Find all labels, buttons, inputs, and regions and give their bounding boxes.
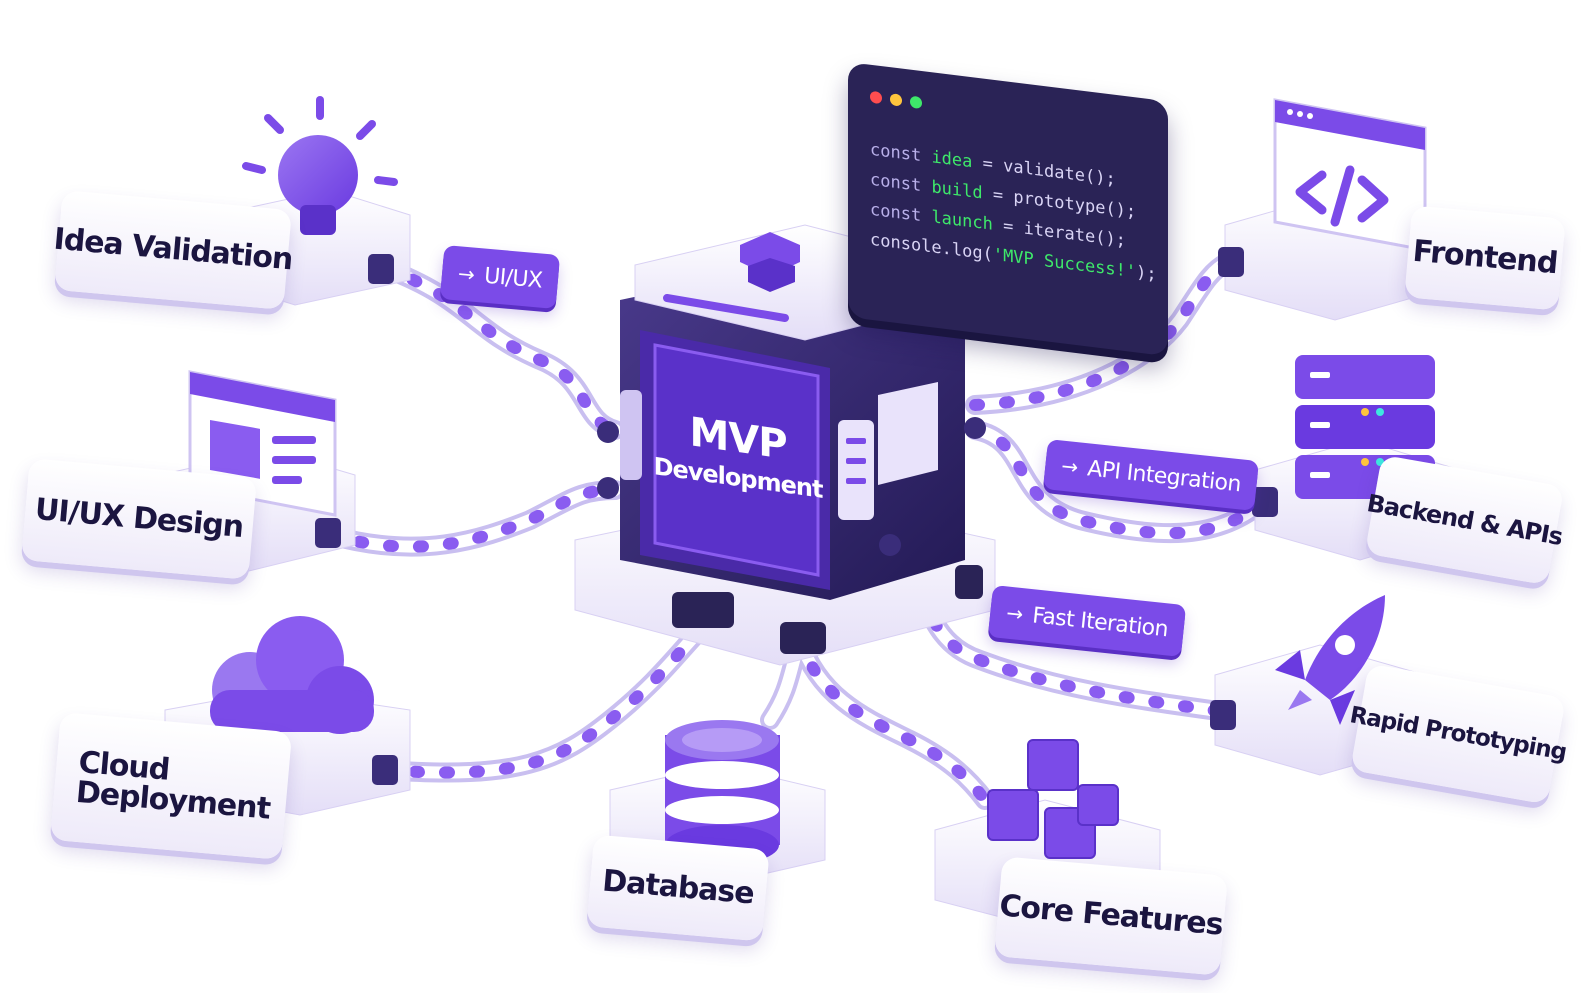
connector-label: Fast Iteration <box>1031 602 1170 642</box>
code-window-icon <box>1273 98 1427 252</box>
lightbulb-icon <box>242 96 398 235</box>
code-variable: launch <box>931 207 993 235</box>
node-label: Database <box>600 863 756 912</box>
code-variable: idea <box>931 147 973 173</box>
cloud-icon <box>210 616 374 734</box>
node-frontend: Frontend <box>1404 205 1566 311</box>
node-label-line2: Deployment <box>74 774 272 827</box>
code-keyword: const <box>870 139 922 166</box>
code-variable: build <box>931 177 983 204</box>
arrow-right-icon: → <box>1060 453 1079 480</box>
arrow-right-icon: → <box>1005 600 1024 627</box>
rocket-icon <box>1275 595 1385 725</box>
connector-label: API Integration <box>1086 455 1243 497</box>
node-label: UI/UX Design <box>33 491 245 546</box>
node-ui-ux-design: UI/UX Design <box>20 458 258 580</box>
maximize-dot-icon <box>910 95 922 110</box>
node-core-features: Core Features <box>994 856 1228 976</box>
node-label: Core Features <box>998 888 1225 943</box>
close-dot-icon <box>870 90 882 105</box>
node-cloud-deployment: Cloud Deployment <box>49 712 293 860</box>
connector-label: UI/UX <box>483 263 544 294</box>
connector-ui-ux: → UI/UX <box>439 245 561 309</box>
code-lines: const idea = validate(); const build = p… <box>870 135 1157 290</box>
code-window: const idea = validate(); const build = p… <box>848 62 1168 357</box>
code-rest: ); <box>1136 262 1157 285</box>
center-cube <box>574 224 996 666</box>
cubes-icon <box>987 739 1119 859</box>
code-keyword: const <box>870 169 922 196</box>
node-label: Frontend <box>1411 233 1559 282</box>
code-keyword: const <box>870 199 922 226</box>
node-label: Backend & APIs <box>1364 489 1565 551</box>
node-idea-validation: Idea Validation <box>52 190 294 310</box>
minimize-dot-icon <box>890 93 902 107</box>
node-label: Rapid Prototyping <box>1347 701 1569 766</box>
node-label: Idea Validation <box>52 221 294 278</box>
window-controls <box>870 90 922 110</box>
arrow-right-icon: → <box>457 261 476 287</box>
node-database: Database <box>586 834 770 942</box>
